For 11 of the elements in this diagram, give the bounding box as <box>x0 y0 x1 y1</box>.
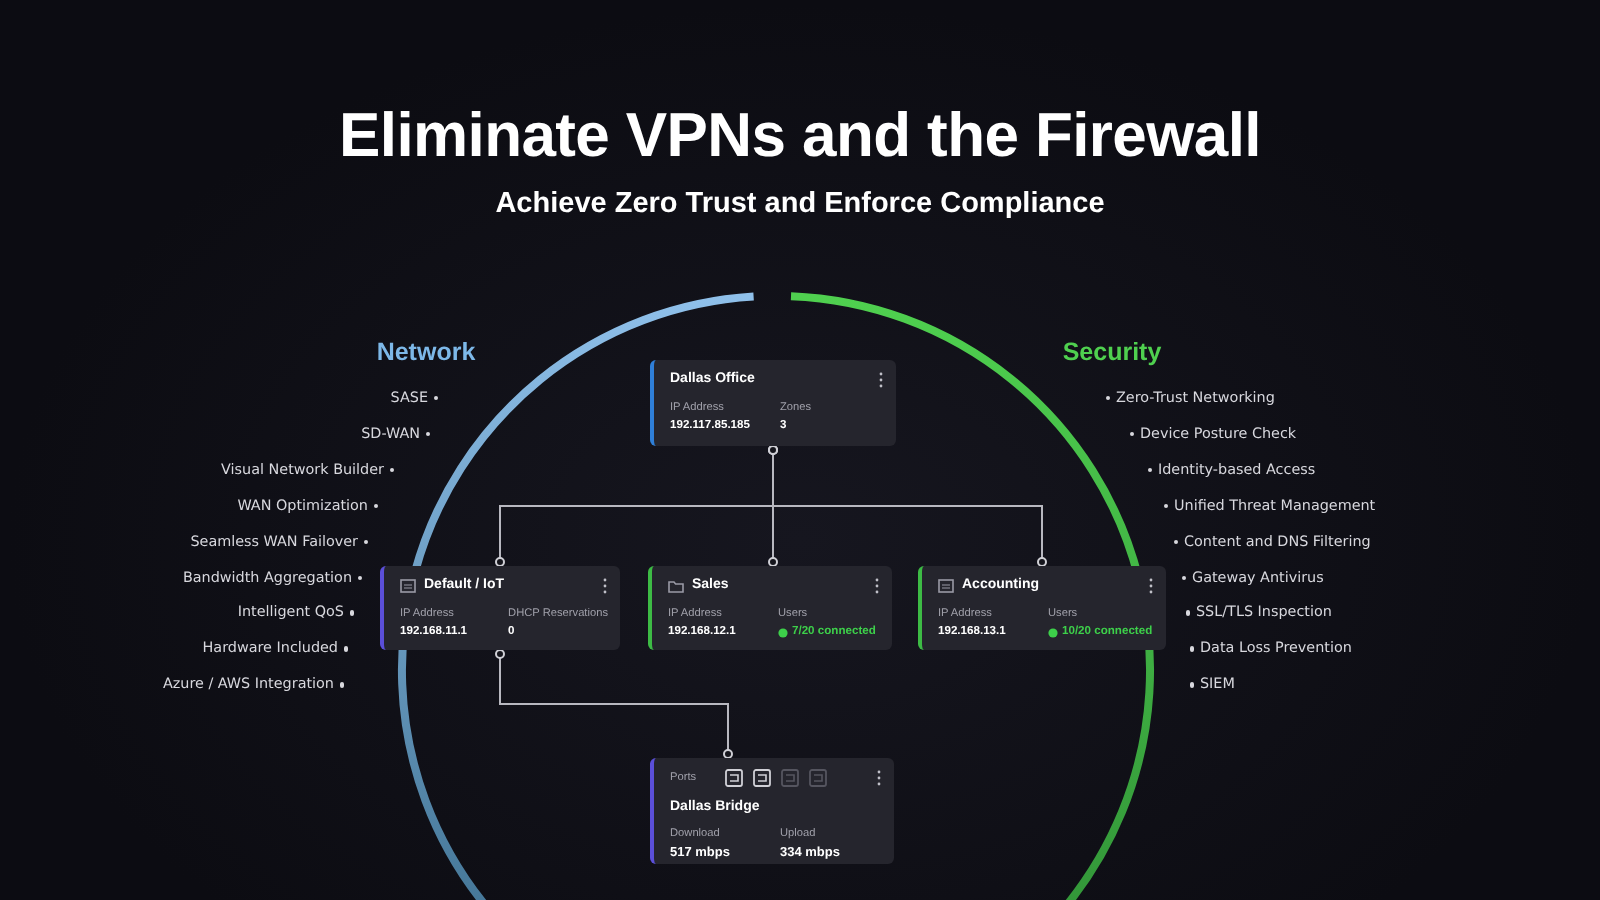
subtitle: Achieve Zero Trust and Enforce Compliance <box>493 188 1107 220</box>
section-heading: Network <box>374 338 478 366</box>
network-card <box>650 360 896 446</box>
title: Eliminate VPNs and the Firewall <box>337 100 1263 172</box>
network-card <box>650 758 894 864</box>
network-card <box>380 566 620 650</box>
network-card <box>918 566 1166 650</box>
connector-line <box>495 649 733 759</box>
network-card <box>648 566 892 650</box>
connector-line <box>768 445 1047 567</box>
section-heading: Security <box>1060 338 1164 366</box>
